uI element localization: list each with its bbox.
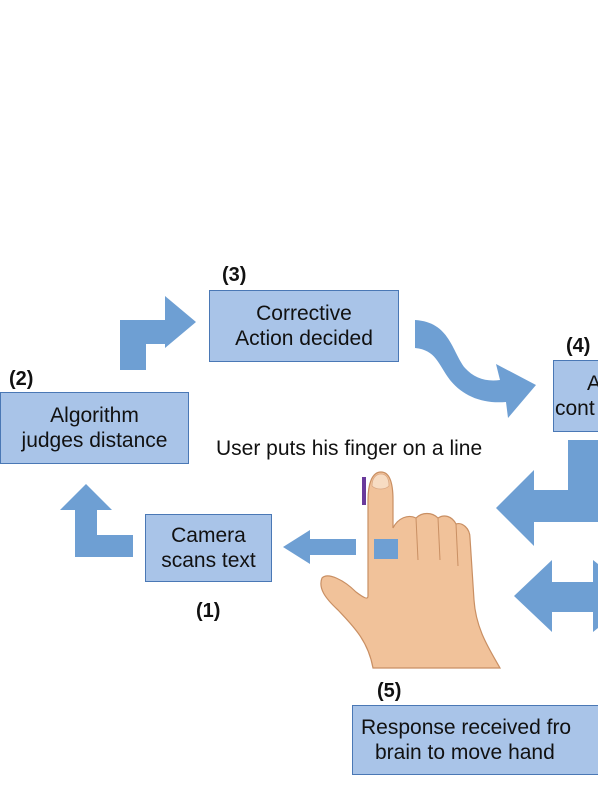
- step-3-label-line-2: Action decided: [235, 327, 373, 350]
- hand-illustration: [320, 471, 502, 669]
- step-2-label-line-2: judges distance: [21, 429, 168, 452]
- arrow-2-to-3: [120, 296, 196, 370]
- step-2-label-line-1: Algorithm: [50, 404, 139, 427]
- finger-marker: [374, 539, 398, 559]
- arrow-1-to-2: [60, 484, 133, 557]
- arrow-4-to-finger: [496, 440, 598, 546]
- step-1-label-line-2: scans text: [161, 549, 256, 572]
- text-line-marker: [362, 477, 366, 505]
- arrow-5-double: [514, 560, 598, 632]
- step-3-label-line-1: Corrective: [256, 302, 352, 325]
- arrow-finger-to-1: [283, 530, 356, 564]
- step-4-label-line-2: cont: [555, 397, 595, 420]
- arrow-5-double-head-right: [593, 560, 598, 632]
- step-number-4: (4): [566, 335, 591, 357]
- finger-caption: User puts his finger on a line: [216, 437, 483, 460]
- step-4-label-line-1: A: [554, 371, 598, 396]
- step-1-label-line-1: Camera: [171, 524, 246, 547]
- step-number-5: (5): [377, 680, 402, 702]
- step-number-1: (1): [196, 600, 221, 622]
- step-box-2: Algorithm judges distance: [0, 392, 189, 464]
- step-5-label-line-2: brain to move hand: [375, 741, 555, 764]
- step-box-5: Response received fro brain to move hand: [352, 705, 598, 775]
- step-number-3: (3): [222, 264, 247, 286]
- arrow-3-to-4: [415, 320, 536, 418]
- step-number-2: (2): [9, 368, 34, 390]
- step-box-1: Camera scans text: [145, 514, 272, 582]
- step-5-label-line-1: Response received fro: [361, 716, 572, 739]
- step-box-3: Corrective Action decided: [209, 290, 399, 362]
- step-box-4: A cont: [553, 360, 598, 432]
